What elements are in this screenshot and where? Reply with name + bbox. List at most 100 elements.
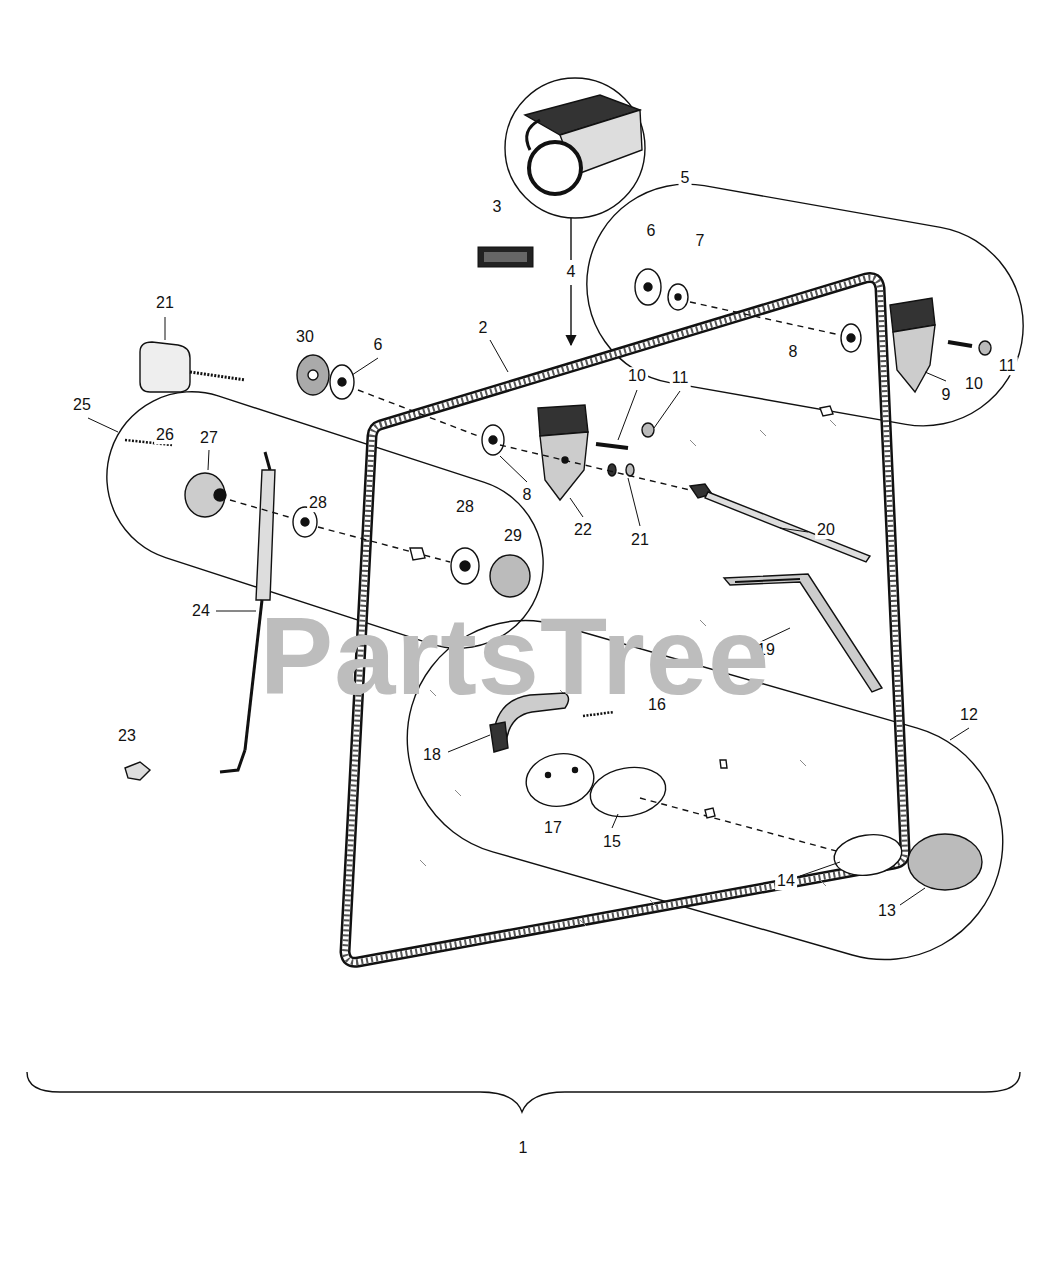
mirror [546,773,551,778]
callout-number: 18 [421,746,443,764]
leader-line [800,862,840,876]
fitting [125,762,150,780]
callout-number: 12 [958,706,980,724]
fastener [675,294,681,300]
callout-number: 1 [517,1139,530,1157]
mirror [640,798,840,852]
callout-number: 7 [694,232,707,250]
mirror [705,808,715,818]
callout-number: 28 [454,498,476,516]
callout-number: 10 [963,375,985,393]
callout-number: 6 [372,336,385,354]
fastener [635,269,991,416]
seal-detail [570,218,571,260]
group-outline [85,168,1039,987]
fastener [308,370,318,380]
leader-line [570,498,583,517]
fastener [608,464,616,476]
leader-line [500,456,527,482]
callout-number: 15 [601,833,623,851]
callout-number: 11 [670,369,691,387]
mirror [573,768,578,773]
leader-line [88,317,969,905]
mirror [720,760,727,768]
leader-line [900,888,925,905]
callout-number: 23 [116,727,138,745]
gas-strut [220,750,245,772]
seal-detail [570,285,571,345]
fastener [948,342,972,346]
leader-line [925,372,946,381]
callout-number: 2 [477,319,490,337]
brace [27,1072,1020,1112]
callout-number: 5 [679,169,692,187]
mirror [522,748,598,811]
gas-strut [318,527,450,562]
group-outline [571,168,1039,441]
decal [478,247,533,267]
callout-number: 21 [154,294,176,312]
callout-number: 30 [294,328,316,346]
callout-number: 20 [815,521,837,539]
callout-number: 21 [629,531,651,549]
knob [190,372,245,380]
leader-line [618,390,637,440]
fastener [596,444,628,448]
callout-number: 11 [997,357,1018,375]
fitting [125,762,150,780]
mirror [586,762,669,822]
gas-strut [451,548,479,584]
fastener [642,423,654,437]
leader-line [165,317,166,340]
leader-line [352,358,378,375]
leader-line [208,450,209,470]
leader-line [950,728,969,740]
seal-detail [505,78,645,345]
leader-line [780,528,808,532]
mirror [490,693,982,890]
decal [478,247,533,267]
fastener [841,324,861,352]
knob [140,342,190,392]
mirror [908,834,982,890]
gas-strut [265,452,270,470]
fastener [644,283,652,291]
mirror [490,722,508,752]
gas-strut [301,518,309,526]
callout-number: 25 [71,396,93,414]
fastener [297,355,329,395]
fastener [297,355,690,500]
fastener [690,302,840,335]
callout-number: 9 [940,386,953,404]
callout-number: 13 [876,902,898,920]
leader-line [654,391,680,428]
callout-number: 27 [198,429,220,447]
mirror [832,830,905,879]
fastener [489,436,497,444]
seal-detail [529,142,581,194]
fastener [626,464,634,476]
fastener [847,334,855,342]
fastener [540,432,588,500]
gas-strut [490,555,530,597]
callout-number: 17 [542,819,564,837]
seal-detail [505,78,645,218]
callout-number: 4 [565,263,578,281]
decal [484,252,527,262]
gas-strut [214,489,226,501]
gas-strut [410,548,425,560]
fastener [979,341,991,355]
callout-number: 28 [307,494,329,512]
brace [27,1072,1020,1112]
seal-detail [527,120,540,150]
fastener [538,405,588,436]
fastener [635,269,661,305]
fastener [482,425,504,455]
fastener [330,365,354,399]
leader-line [88,418,118,432]
callout-number: 14 [775,872,797,890]
callout-number: 6 [645,222,658,240]
knob [140,342,245,392]
fastener [893,325,935,392]
